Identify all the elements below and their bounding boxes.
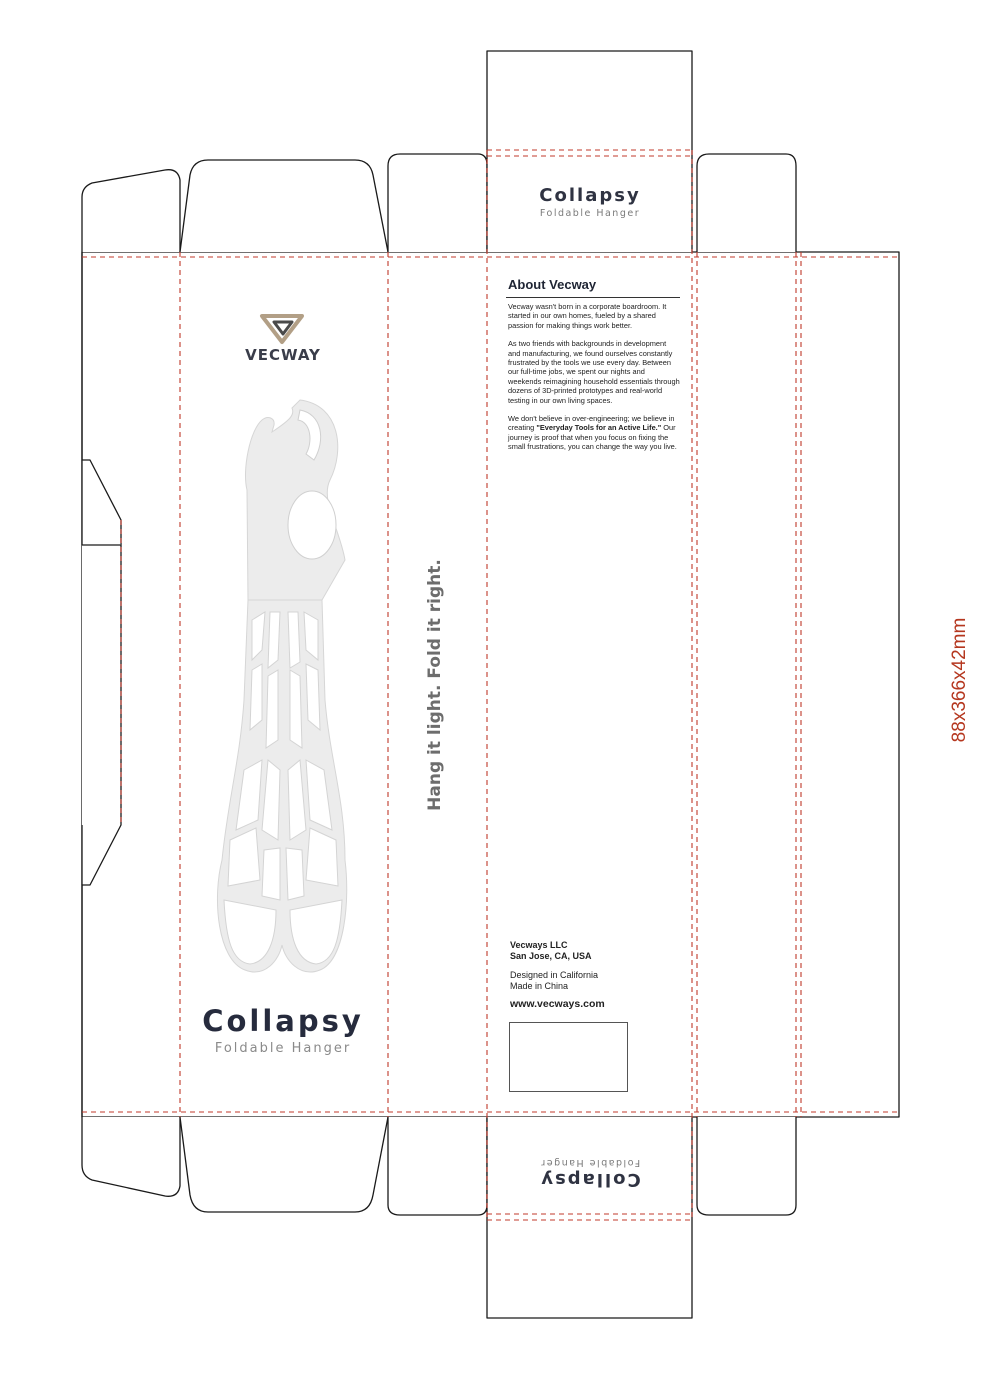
box-dimensions: 88x366x42mm <box>949 617 970 743</box>
product-title: Collapsy <box>202 1004 364 1038</box>
glue-flap-left <box>81 252 122 1117</box>
company-location: San Jose, CA, USA <box>510 951 592 961</box>
designed-in: Designed in California <box>510 970 599 980</box>
bottom-flap-3 <box>387 1117 488 1216</box>
bottom-flap-5 <box>696 1117 797 1216</box>
tagline: Hang it light. Fold it right. <box>425 559 445 811</box>
top-flap-1 <box>81 169 181 252</box>
made-in: Made in China <box>510 981 569 991</box>
top-tuck-front <box>179 159 389 253</box>
hanger-illustration-icon <box>217 399 348 973</box>
bottom-lid <box>486 1117 693 1319</box>
about-paragraph-3-emphasis: "Everyday Tools for an Active Life." <box>536 423 662 433</box>
brand-name: VECWAY <box>245 346 321 364</box>
bottom-lid-title: Collapsy <box>539 1169 641 1190</box>
glue-flap-left-tab <box>81 460 121 885</box>
about-divider <box>506 297 680 298</box>
top-lid <box>486 50 693 252</box>
top-lid-title: Collapsy <box>539 185 641 206</box>
about-paragraph-2: As two friends with backgrounds in devel… <box>508 339 680 405</box>
about-paragraph-3-end: Our journey is proof that when you focus… <box>508 423 677 452</box>
about-heading: About Vecway <box>508 277 597 292</box>
about-paragraph-1: Vecway wasn't born in a corporate boardr… <box>508 302 667 330</box>
bottom-tuck-front <box>179 1116 389 1213</box>
origin-info: Designed in California Made in China <box>510 970 598 992</box>
company-name: Vecways LLC <box>510 940 568 950</box>
fold-lines <box>82 149 899 1221</box>
about-paragraph-3: We don't believe in over-engineering; we… <box>508 414 680 452</box>
body-outline <box>81 251 900 1118</box>
bottom-lid-label: Collapsy Foldable Hanger <box>490 1150 690 1190</box>
website-link: www.vecways.com <box>510 998 605 1010</box>
top-flap-3 <box>387 153 488 252</box>
about-paragraph-3-start: We don't believe in over-engineering; we… <box>508 414 675 433</box>
barcode-placeholder <box>509 1022 628 1092</box>
bottom-flap-1 <box>81 1117 181 1197</box>
vecway-logo-icon <box>260 314 304 344</box>
product-subtitle: Foldable Hanger <box>214 1041 352 1056</box>
bottom-lid-subtitle: Foldable Hanger <box>539 1157 641 1168</box>
top-lid-subtitle: Foldable Hanger <box>539 208 641 219</box>
about-body: Vecway wasn't born in a corporate boardr… <box>508 302 680 461</box>
top-flap-5 <box>696 153 797 252</box>
company-info: Vecways LLC San Jose, CA, USA <box>510 940 592 962</box>
